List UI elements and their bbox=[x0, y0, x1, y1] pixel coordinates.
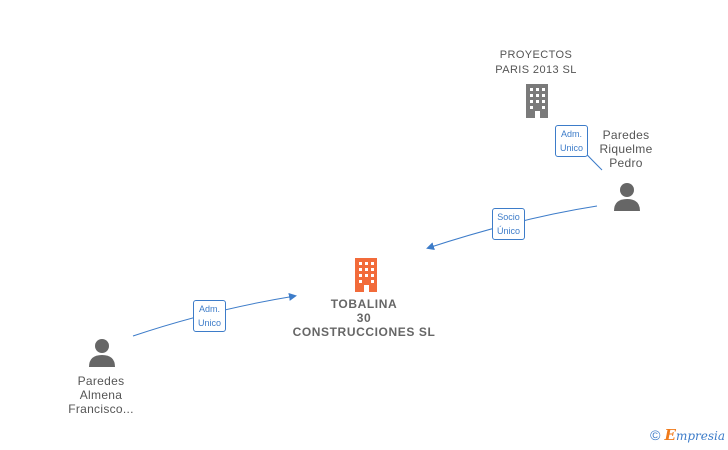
person-label-pedro[interactable]: Paredes Riquelme Pedro bbox=[599, 128, 653, 170]
person-label-francisco[interactable]: Paredes Almena Francisco... bbox=[68, 374, 134, 416]
building-icon[interactable] bbox=[350, 258, 382, 292]
role-badge-adm-unico[interactable]: Adm. Unico bbox=[193, 300, 227, 332]
person-icon[interactable] bbox=[87, 338, 117, 368]
copyright-icon: © bbox=[650, 427, 661, 443]
person-icon[interactable] bbox=[612, 182, 642, 212]
role-badge-socio-unico[interactable]: Socio Único bbox=[492, 208, 526, 240]
company-label-tobalina[interactable]: TOBALINA 30 CONSTRUCCIONES SL bbox=[292, 297, 436, 339]
company-label-proyectos[interactable]: PROYECTOS PARIS 2013 SL bbox=[495, 49, 577, 76]
brand-footer[interactable]: © Empresia bbox=[650, 426, 725, 444]
brand-logo: Empresia bbox=[664, 426, 726, 444]
role-badge-adm-unico[interactable]: Adm. Unico bbox=[555, 125, 589, 157]
building-icon[interactable] bbox=[521, 84, 553, 118]
